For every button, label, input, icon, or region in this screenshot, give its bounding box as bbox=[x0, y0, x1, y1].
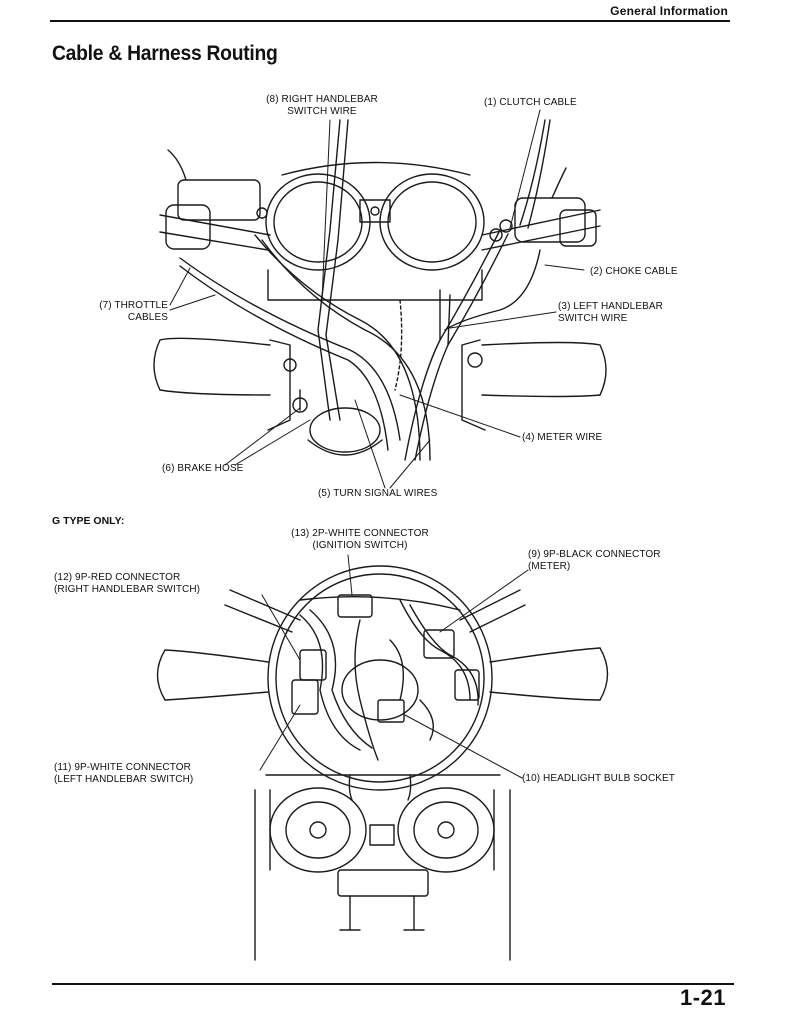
header-rule bbox=[50, 20, 730, 22]
label-turn-signal-wires: (5) TURN SIGNAL WIRES bbox=[318, 488, 438, 499]
page-title: Cable & Harness Routing bbox=[52, 42, 278, 65]
label-headlight-bulb-socket: (10) HEADLIGHT BULB SOCKET bbox=[522, 773, 676, 784]
label-throttle-cables: (7) THROTTLE CABLES bbox=[99, 300, 168, 323]
label-left-handlebar-switch-wire: (3) LEFT HANDLEBAR SWITCH WIRE bbox=[558, 301, 663, 324]
label-brake-hose: (6) BRAKE HOSE bbox=[162, 463, 244, 474]
label-9p-black-connector: (9) 9P-BLACK CONNECTOR (METER) bbox=[528, 549, 661, 572]
section-header: General Information bbox=[610, 4, 728, 18]
label-2p-white-connector: (13) 2P-WHITE CONNECTOR (IGNITION SWITCH… bbox=[291, 528, 429, 551]
label-choke-cable: (2) CHOKE CABLE bbox=[590, 266, 678, 277]
g-type-heading: G TYPE ONLY: bbox=[52, 515, 125, 527]
top-handlebar-diagram bbox=[153, 109, 607, 489]
label-9p-white-connector: (11) 9P-WHITE CONNECTOR (LEFT HANDLEBAR … bbox=[54, 762, 194, 785]
label-right-handlebar-switch-wire: (8) RIGHT HANDLEBAR SWITCH WIRE bbox=[266, 94, 378, 117]
label-clutch-cable: (1) CLUTCH CABLE bbox=[484, 97, 577, 108]
bottom-headlight-diagram bbox=[156, 554, 609, 961]
page-number: 1-21 bbox=[679, 985, 726, 1010]
footer-rule bbox=[52, 983, 734, 985]
label-9p-red-connector: (12) 9P-RED CONNECTOR (RIGHT HANDLEBAR S… bbox=[54, 572, 201, 595]
label-meter-wire: (4) METER WIRE bbox=[522, 432, 603, 443]
